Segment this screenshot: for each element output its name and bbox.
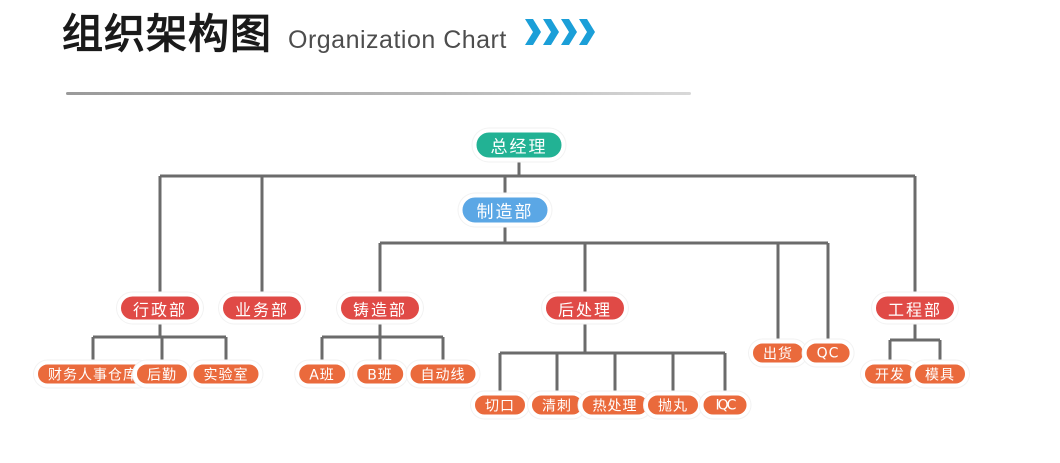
org-node-label: 切口 (485, 398, 515, 414)
org-node-sales[interactable]: 业务部 (218, 292, 306, 324)
org-node-qc[interactable]: QC (802, 339, 854, 367)
org-node-admin[interactable]: 行政部 (116, 292, 204, 324)
org-node-label: 自动线 (420, 367, 466, 383)
chevron-right-icon (560, 19, 577, 45)
chevron-right-icon (542, 19, 559, 45)
org-node-deburr[interactable]: 清刺 (528, 391, 586, 419)
org-node-label: 后处理 (557, 300, 613, 319)
org-node-label: 行政部 (132, 300, 188, 319)
org-node-mfg[interactable]: 制造部 (458, 193, 552, 227)
org-node-label: 清刺 (542, 398, 572, 414)
org-node-mold[interactable]: 模具 (911, 360, 969, 388)
chevron-right-icon (578, 19, 595, 45)
page-header: 组织架构图 Organization Chart (62, 14, 597, 55)
org-node-label: 工程部 (887, 300, 943, 319)
org-node-shipping[interactable]: 出货 (749, 339, 807, 367)
org-node-label: 后勤 (147, 367, 177, 383)
org-node-label: 业务部 (234, 300, 290, 319)
page-title-en: Organization Chart (288, 26, 507, 54)
org-node-label: 铸造部 (352, 300, 408, 319)
org-node-label: A班 (309, 367, 335, 383)
chevron-right-icon-group (524, 19, 597, 45)
org-node-engineer[interactable]: 工程部 (871, 292, 959, 324)
org-node-label: 财务人事仓库 (48, 367, 138, 383)
org-node-iqc[interactable]: IQC (699, 391, 751, 419)
org-node-autoline[interactable]: 自动线 (406, 360, 480, 388)
org-node-label: 抛丸 (658, 398, 688, 414)
org-node-label: 实验室 (203, 367, 249, 383)
org-node-post[interactable]: 后处理 (541, 292, 629, 324)
chevron-right-icon (524, 19, 541, 45)
page-title-cn: 组织架构图 (62, 10, 272, 58)
org-node-lab[interactable]: 实验室 (189, 360, 263, 388)
org-node-casting[interactable]: 铸造部 (336, 292, 424, 324)
org-node-gm[interactable]: 总经理 (472, 128, 566, 162)
org-node-label: 开发 (875, 367, 905, 383)
org-node-shift-a[interactable]: A班 (295, 360, 349, 388)
header-divider (66, 92, 691, 95)
org-node-logistics[interactable]: 后勤 (133, 360, 191, 388)
org-node-blast[interactable]: 抛丸 (644, 391, 702, 419)
org-node-shift-b[interactable]: B班 (353, 360, 407, 388)
org-node-label: 模具 (925, 367, 955, 383)
org-node-label: 出货 (763, 346, 793, 362)
org-node-label: 制造部 (476, 202, 534, 223)
org-node-finance[interactable]: 财务人事仓库 (34, 360, 152, 388)
org-node-devel[interactable]: 开发 (861, 360, 919, 388)
org-node-cut[interactable]: 切口 (471, 391, 529, 419)
org-node-heat[interactable]: 热处理 (578, 391, 652, 419)
org-node-label: 热处理 (592, 398, 638, 414)
org-node-label: QC (816, 345, 840, 361)
org-node-label: B班 (367, 367, 393, 383)
org-node-label: 总经理 (490, 137, 548, 158)
org-node-label: IQC (715, 397, 737, 413)
